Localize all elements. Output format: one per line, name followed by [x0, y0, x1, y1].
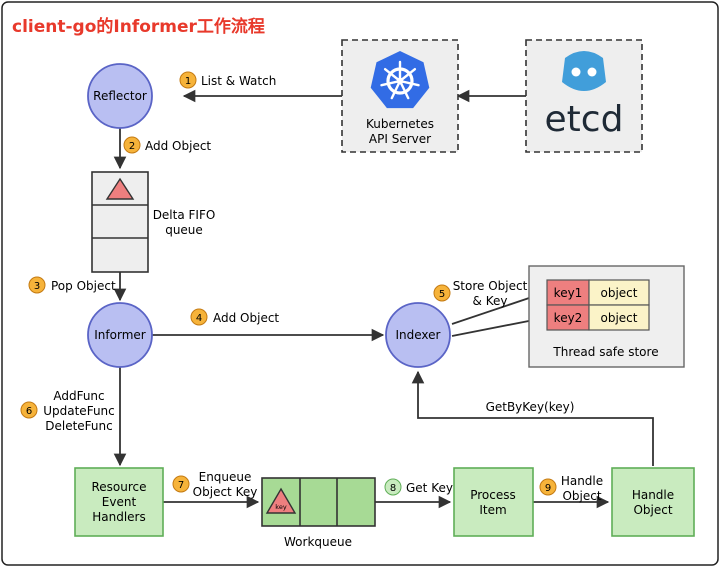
step-3: 3 Pop Object: [28, 276, 116, 294]
step-8-number: 8: [390, 483, 396, 494]
handlers-box: [74, 467, 164, 537]
step-7-label-1: Enqueue: [199, 470, 252, 484]
etcd-wordmark: etcd: [545, 99, 624, 140]
step-5-label-2: & Key: [473, 294, 508, 308]
process-item-label-2: Item: [479, 503, 506, 517]
step-9-label-2: Object: [562, 489, 601, 503]
step-7-number: 7: [178, 480, 184, 491]
indexer-circle: [385, 302, 451, 368]
delta-fifo-node: Delta FIFO queue: [91, 171, 216, 273]
store-row-2-value: object: [601, 311, 638, 325]
step-3-badge: [28, 276, 46, 294]
connectors: [113, 89, 654, 509]
step-1-label: List & Watch: [201, 74, 276, 88]
step-4-badge: [190, 308, 208, 326]
step-4-label: Add Object: [213, 311, 279, 325]
step-9-badge: [539, 478, 557, 496]
handlers-label-3: Handlers: [92, 510, 146, 524]
reflector-label: Reflector: [93, 89, 147, 103]
kubernetes-icon: [370, 51, 430, 109]
handle-object-node: Handle Object: [611, 467, 695, 537]
step-4-number: 4: [196, 313, 202, 324]
step-8-badge: [384, 478, 402, 496]
handle-object-box: [611, 467, 695, 537]
informer-label: Informer: [94, 328, 146, 342]
indexer-label: Indexer: [396, 328, 441, 342]
edge-handle-to-indexer: [411, 370, 654, 466]
informer-circle: [87, 302, 153, 368]
store-row-1-key: key1: [554, 286, 583, 300]
etcd-logo-icon: [562, 51, 606, 91]
step-5-label-1: Store Object: [453, 279, 528, 293]
step-5: 5 Store Object & Key: [433, 279, 528, 308]
step-7-badge: [172, 475, 190, 493]
handlers-label-2: Event: [102, 495, 137, 509]
informer-node: Informer: [87, 302, 153, 368]
step-5-number: 5: [439, 289, 445, 300]
thread-safe-store: key1 object key2 object Thread safe stor…: [528, 265, 685, 368]
getbykey-label: GetByKey(key): [486, 400, 575, 414]
step-1-number: 1: [185, 76, 191, 87]
step-6-label-2: UpdateFunc: [43, 404, 115, 418]
api-server-label-2: API Server: [369, 132, 431, 146]
step-9-number: 9: [545, 483, 551, 494]
store-label: Thread safe store: [552, 345, 658, 359]
indexer-node: Indexer: [385, 302, 451, 368]
step-7: 7 Enqueue Object Key: [172, 470, 258, 499]
step-1: 1 List & Watch: [179, 71, 276, 89]
step-5-badge: [433, 284, 451, 302]
handlers-label-1: Resource: [91, 480, 146, 494]
step-8-label: Get Key: [406, 481, 453, 495]
step-6-badge: [20, 401, 38, 419]
step-6: 6 AddFunc UpdateFunc DeleteFunc: [20, 389, 115, 433]
process-item-label-1: Process: [470, 488, 516, 502]
workqueue-node: key Workqueue: [261, 477, 376, 549]
step-4: 4 Add Object: [190, 308, 279, 326]
step-2-badge: [123, 136, 141, 154]
delta-fifo-label-1: Delta FIFO: [153, 208, 216, 222]
workqueue-item-triangle-icon: [265, 487, 297, 514]
api-server-node: Kubernetes API Server: [341, 39, 459, 153]
step-3-number: 3: [34, 281, 40, 292]
api-server-label-1: Kubernetes: [366, 117, 434, 131]
store-row-1-value: object: [601, 286, 638, 300]
workqueue-key-label: key: [275, 503, 287, 511]
process-item-node: Process Item: [453, 467, 534, 537]
step-9-label-1: Handle: [561, 474, 603, 488]
reflector-circle: [87, 63, 153, 129]
step-2: 2 Add Object: [123, 136, 211, 154]
resource-event-handlers-node: Resource Event Handlers: [74, 467, 164, 537]
step-9: 9 Handle Object: [539, 474, 603, 503]
etcd-node: etcd: [525, 39, 643, 153]
delta-fifo-label-2: queue: [165, 223, 203, 237]
reflector-node: Reflector: [87, 63, 153, 129]
diagram-title: client-go的Informer工作流程: [12, 16, 265, 37]
workqueue-label: Workqueue: [284, 535, 352, 549]
store-row-2-key: key2: [554, 311, 583, 325]
process-item-box: [453, 467, 534, 537]
fifo-item-triangle-icon: [105, 177, 135, 200]
step-8: 8 Get Key: [384, 478, 453, 496]
step-6-label-1: AddFunc: [53, 389, 104, 403]
step-6-number: 6: [26, 406, 32, 417]
step-6-label-3: DeleteFunc: [45, 419, 112, 433]
handle-object-label-1: Handle: [632, 488, 674, 502]
step-1-badge: [179, 71, 197, 89]
step-2-label: Add Object: [145, 139, 211, 153]
step-3-label: Pop Object: [51, 279, 116, 293]
step-7-label-2: Object Key: [193, 485, 258, 499]
step-2-number: 2: [129, 141, 135, 152]
handle-object-label-2: Object: [633, 503, 672, 517]
